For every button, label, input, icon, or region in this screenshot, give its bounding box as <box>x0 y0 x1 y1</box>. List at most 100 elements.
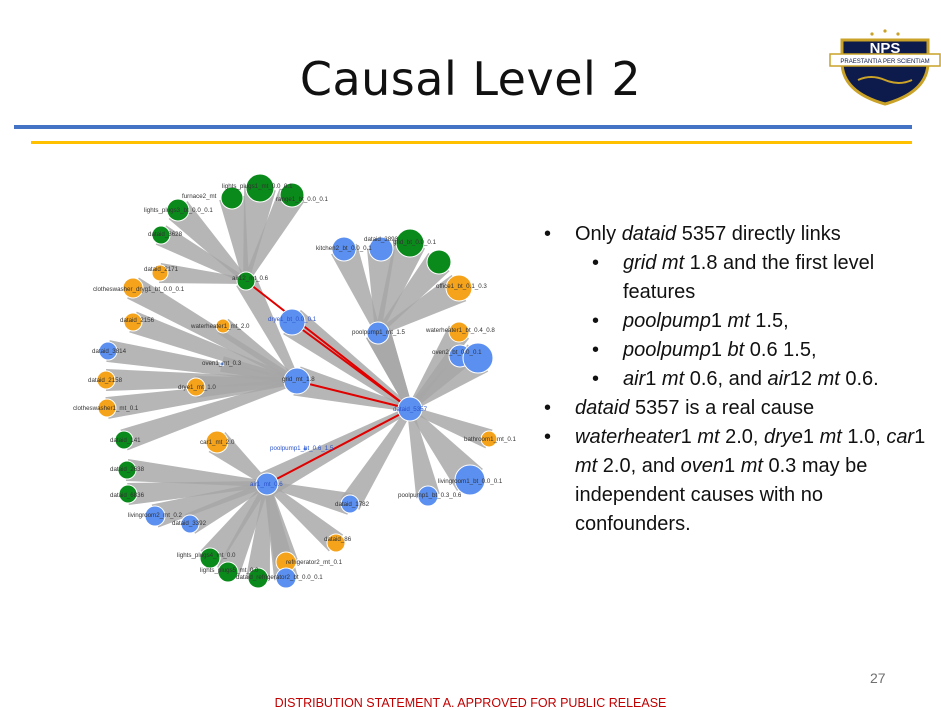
bullet-item: waterheater1 mt 2.0, drye1 mt 1.0, car1 … <box>540 423 935 539</box>
graph-node <box>247 567 269 589</box>
bullet-text: 5357 is a real cause <box>629 397 815 419</box>
edge-wedge <box>120 378 298 451</box>
node-label: dataid_3392 <box>172 520 207 527</box>
causal-edge <box>296 380 411 410</box>
node-label: lights_plugs1_mt_0.0_0.1 <box>222 183 293 190</box>
bullet-text: mt <box>819 426 842 448</box>
slide-title: Causal Level 2 <box>299 52 642 106</box>
edge-wedge <box>293 366 411 412</box>
bullet-text: oven <box>680 455 724 477</box>
node-label: dataid_6836 <box>110 492 145 499</box>
node-label: dataid_86 <box>324 536 352 543</box>
nps-logo: PRAESTANTIA PER SCIENTIAM NPS <box>829 29 941 106</box>
bullet-text: 0.6, and <box>684 368 768 390</box>
bullet-text: 1 <box>914 426 926 448</box>
bullet-text: poolpump <box>623 310 711 332</box>
bullet-text: car <box>886 426 915 448</box>
node-label: grid_bt_0.0_0.1 <box>393 239 437 246</box>
graph-node <box>220 186 244 210</box>
node-label: waterheater1_mt_2.0 <box>190 323 250 330</box>
bullet-text: dataid <box>621 223 677 245</box>
graph-node <box>199 547 221 569</box>
bullet-text: 1.8 and the first level features <box>623 252 875 303</box>
sub-bullet-item: poolpump1 mt 1.5, <box>588 307 935 336</box>
graph-node <box>236 271 256 291</box>
edge-wedge <box>366 327 413 411</box>
edge-wedge <box>200 482 270 566</box>
node-label: livingroom2_mt_0.2 <box>128 512 183 519</box>
graph-node <box>151 225 171 245</box>
bullet-text: waterheater <box>575 426 681 448</box>
graph-node <box>302 446 308 452</box>
graph-node <box>180 514 200 534</box>
node-label: poolpump1_bt_0.3_0.6 <box>398 492 462 499</box>
bullet-root: Only dataid 5357 directly links grid mt 1… <box>540 220 935 539</box>
bullet-text: 12 <box>789 368 818 390</box>
node-label: lights_plugs3_bt_0.0_0.1 <box>144 207 213 214</box>
node-label: dataid_3814 <box>92 348 127 355</box>
bullet-item: dataid 5357 is a real cause <box>540 394 935 423</box>
bullet-text: poolpump <box>623 339 711 361</box>
edge-wedge <box>217 318 299 384</box>
bullet-text: 1 <box>802 426 820 448</box>
edge-wedge <box>125 459 268 487</box>
node-label: livingroom1_bt_0.0_0.1 <box>438 478 503 485</box>
node-label: dataid_3628 <box>148 231 183 238</box>
bullet-text: mt <box>575 455 598 477</box>
graph-node <box>368 236 394 262</box>
logo-motto: PRAESTANTIA PER SCIENTIAM <box>840 59 929 65</box>
bullet-text: 2.0, and <box>597 455 681 477</box>
bullet-text: 5357 directly links <box>676 223 841 245</box>
bullet-text: mt <box>661 368 685 390</box>
graph-node <box>255 472 279 496</box>
graph-node <box>275 567 297 589</box>
node-label: air12_mt_0.6 <box>232 275 269 282</box>
node-label: poolpump1_bt_0.6_1.5 <box>270 445 334 452</box>
sub-bullet-item: grid mt 1.8 and the first level features <box>588 249 935 307</box>
node-label: dataid_2638 <box>110 466 145 473</box>
edge-wedge <box>407 408 440 499</box>
graph-nodes <box>96 173 498 589</box>
edge-wedge <box>127 481 268 505</box>
node-label: drye1_mt_1.0 <box>178 384 216 391</box>
graph-node <box>397 396 423 422</box>
node-label: dataid_refrigerator2_bt_0.0_0.1 <box>236 574 323 581</box>
node-label: drye1_bt_0.0_0.1 <box>268 316 317 323</box>
bullet-text: 1 <box>724 455 741 477</box>
bullet-text: mt <box>727 310 750 332</box>
edge-wedge <box>375 252 450 335</box>
edge-wedge <box>243 188 305 283</box>
bullet-text: Only <box>575 223 622 245</box>
causal-edges <box>245 280 411 485</box>
node-label: lights_plugs5_mt_0.0 <box>200 567 259 574</box>
edge-wedge <box>217 482 270 577</box>
graph-node <box>279 182 305 208</box>
node-label: clotheswasher1_mt_0.1 <box>73 405 139 412</box>
logo-banner <box>829 53 941 67</box>
bullet-text: 1 <box>645 368 662 390</box>
node-label: grid_mt_1.8 <box>282 376 315 383</box>
node-label: dataid_141 <box>110 437 141 444</box>
node-label: dataid_2158 <box>88 377 123 384</box>
graph-node <box>123 312 143 332</box>
node-label: dataid_2171 <box>144 266 179 273</box>
node-label: clotheswasher_dryg1_bt_0.0_0.1 <box>93 286 185 293</box>
bullet-text: 0.6 1.5, <box>744 339 817 361</box>
node-label: dataid_2156 <box>120 317 155 324</box>
graph-node <box>331 236 357 262</box>
graph-node <box>97 398 117 418</box>
edge-wedge <box>246 483 270 580</box>
node-label: car1_mt_2.0 <box>200 439 235 446</box>
node-label: poolpump1_mt_1.5 <box>352 329 406 336</box>
graph-node <box>326 533 346 553</box>
bullet-text: 1 <box>710 339 728 361</box>
edge-wedge <box>340 407 413 510</box>
graph-node <box>114 430 134 450</box>
bullet-text: drye <box>764 426 803 448</box>
graph-node <box>454 464 486 496</box>
node-label: bathroom1_mt_0.1 <box>464 436 516 443</box>
sub-bullet-item: poolpump1 bt 0.6 1.5, <box>588 336 935 365</box>
sub-bullet-item: air1 mt 0.6, and air12 mt 0.6. <box>588 365 935 394</box>
